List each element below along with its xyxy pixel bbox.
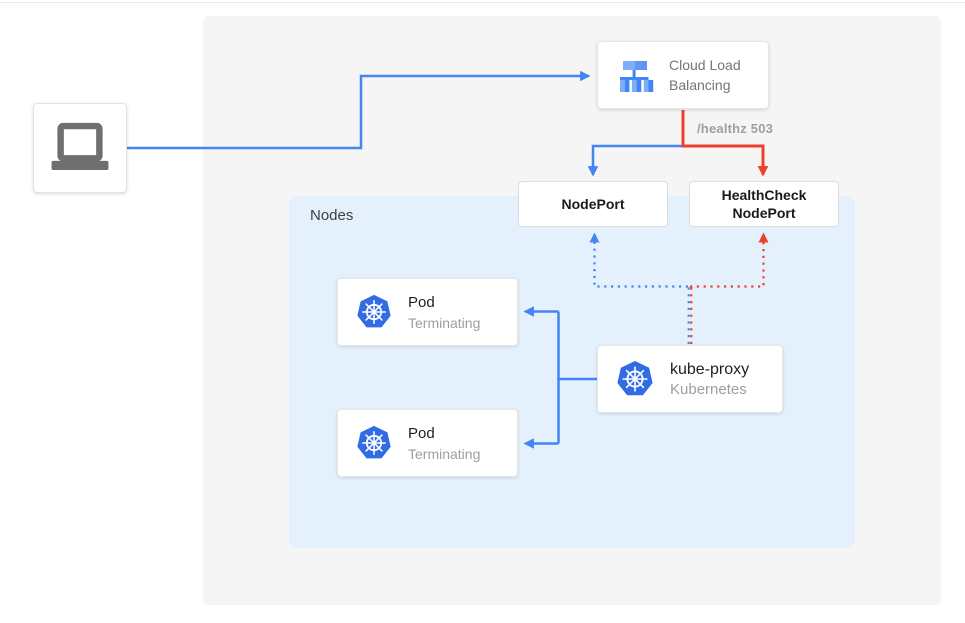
laptop-icon [51,122,109,170]
client-box [33,103,127,193]
nodes-label: Nodes [310,207,354,224]
pod1-status: Terminating [408,314,481,331]
pod2-labels: Pod Terminating [408,423,480,464]
healthcheck-nodeport-box: HealthCheck NodePort [689,181,839,227]
kube-proxy-labels: kube-proxy Kubernetes [670,359,749,400]
kubernetes-icon [357,425,391,459]
kube-proxy-subtitle: Kubernetes [670,380,747,398]
pod1-title: Pod [408,293,435,311]
healthz-503-label: /healthz 503 [697,121,774,136]
top-divider [0,2,965,3]
pod2-box: Pod Terminating [337,409,518,477]
kube-proxy-box: kube-proxy Kubernetes [597,345,783,413]
pod1-box: Pod Terminating [337,278,518,346]
cloud-load-balancing-icon [620,61,654,92]
pod2-title: Pod [408,424,435,442]
kube-proxy-title: kube-proxy [670,360,750,378]
pod1-labels: Pod Terminating [408,292,480,333]
pod2-status: Terminating [408,445,481,462]
healthcheck-label-line1: HealthCheck [721,187,807,203]
kubernetes-icon [617,360,653,396]
cloud-load-balancing-box: Cloud Load Balancing [597,41,769,109]
kubernetes-icon [357,294,391,328]
nodeport-box: NodePort [518,181,668,227]
healthcheck-label-line2: NodePort [732,205,796,221]
cloud-load-balancing-label: Cloud Load Balancing [669,57,741,93]
nodeport-label: NodePort [561,196,625,212]
